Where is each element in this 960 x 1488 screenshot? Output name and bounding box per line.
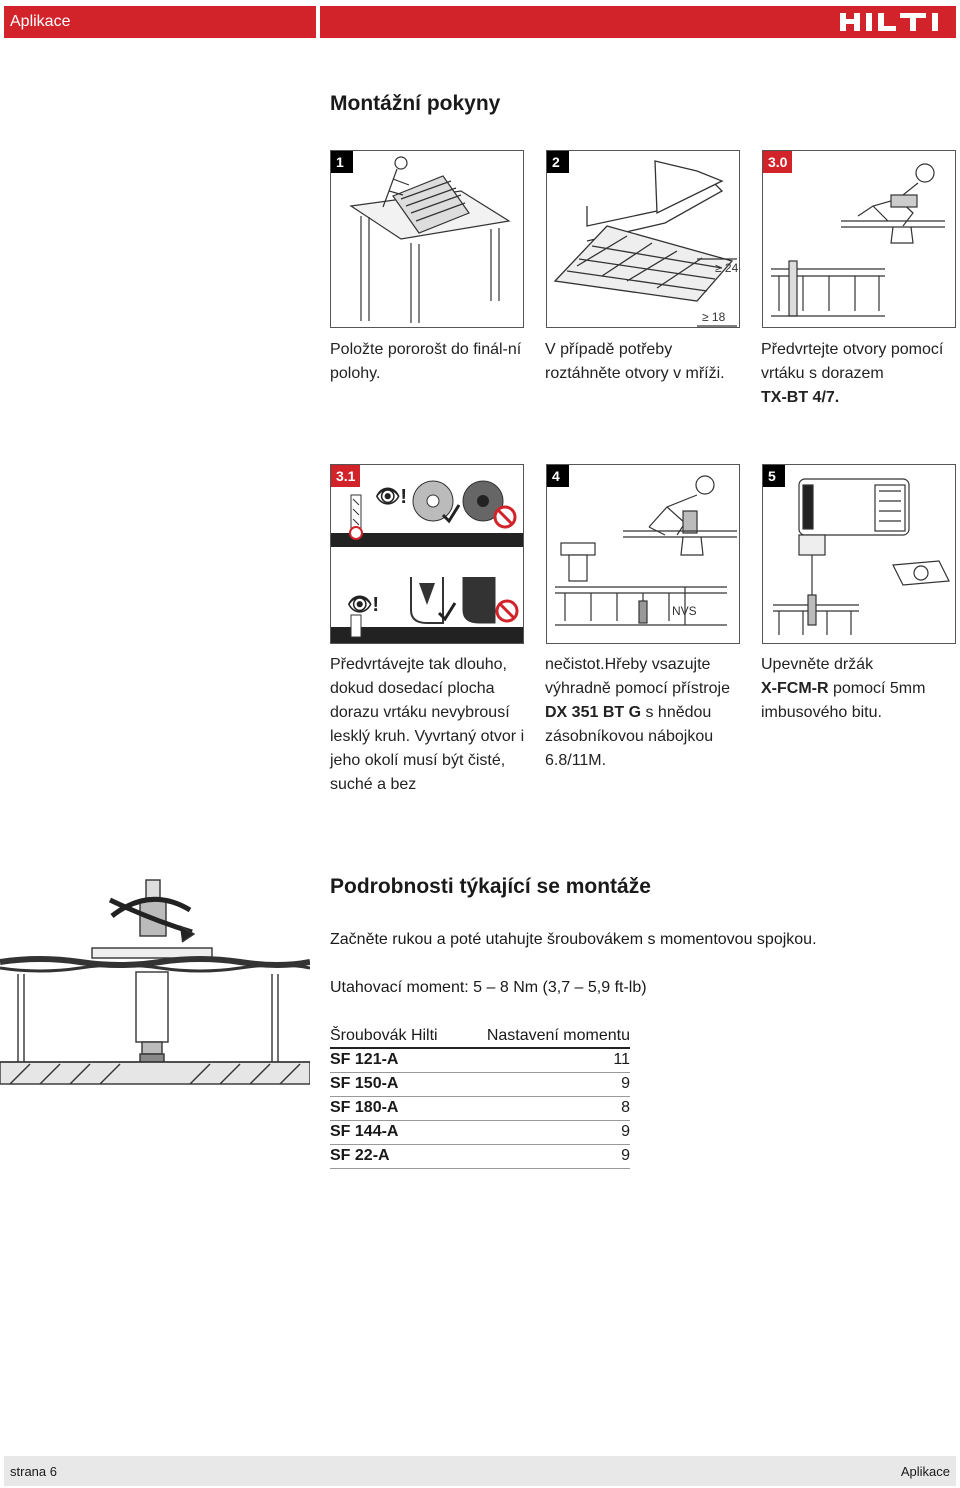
- grating-placement-illustration: [349, 156, 511, 323]
- grating-spreading-illustration: ≥ 24 ≥ 18: [553, 160, 739, 327]
- step-2-caption: V případě potřeby roztáhněte otvory v mř…: [545, 341, 725, 382]
- dim-18-label: ≥ 18: [702, 310, 726, 324]
- svg-text:👁!: 👁!: [347, 594, 379, 616]
- table-header-row: Šroubovák Hilti Nastavení momentu: [330, 1025, 630, 1049]
- col-header-screwdriver: Šroubovák Hilti: [330, 1025, 459, 1049]
- step-2-figure: 2 ≥ 24 ≥ 18: [546, 150, 740, 328]
- details-instruction: Začněte rukou a poté utahujte šroubováke…: [330, 931, 817, 948]
- nvs-label: NVS: [672, 604, 697, 618]
- step-4-number: 4: [547, 465, 569, 487]
- dim-24-label: ≥ 24: [715, 261, 739, 275]
- step-3-0-number: 3.0: [763, 151, 793, 173]
- step-1-caption: Položte pororošt do finál-ní polohy.: [330, 341, 522, 382]
- mounting-holder-illustration: [773, 478, 950, 635]
- step-3-1-number: 3.1: [331, 465, 361, 487]
- step-2-number: 2: [547, 151, 569, 173]
- step-5-product: X-FCM-R: [761, 680, 829, 697]
- step-3-1-caption: Předvrtávejte tak dlouho, dokud dosedací…: [330, 656, 525, 793]
- step-1-number: 1: [331, 151, 353, 173]
- details-title: Podrobnosti týkající se montáže: [330, 875, 651, 898]
- torque-spec: Utahovací moment: 5 – 8 Nm (3,7 – 5,9 ft…: [330, 979, 647, 996]
- step-5-figure: 5: [762, 464, 956, 644]
- step-4-caption: nečistot.Hřeby vsazujte výhradně pomocí …: [545, 656, 730, 769]
- footer-section: Aplikace: [900, 1464, 950, 1479]
- eye-warning-icon: 👁!: [375, 486, 407, 508]
- step-3-0-figure: 3.0: [762, 150, 956, 328]
- torque-table: Šroubovák Hilti Nastavení momentu SF 121…: [330, 1025, 630, 1169]
- footer-bar: strana 6 Aplikace: [4, 1456, 956, 1486]
- nailing-illustration: NVS: [555, 475, 737, 626]
- step-3-0-tool: TX-BT 4/7.: [761, 389, 840, 406]
- step-5-caption: Upevněte držák X-FCM-R pomocí 5mm imbuso…: [761, 656, 926, 721]
- brand-bar: [320, 6, 956, 38]
- step-1-figure: 1: [330, 150, 524, 328]
- predrilling-illustration: [771, 163, 945, 317]
- step-3-1-figure: 3.1 👁! 👁!: [330, 464, 524, 644]
- page-number: strana 6: [10, 1464, 57, 1479]
- hilti-logo: [840, 13, 938, 31]
- step-4-figure: 4 NVS: [546, 464, 740, 644]
- section-label: Aplikace: [4, 6, 316, 38]
- top-bar: Aplikace: [4, 6, 956, 38]
- step-4-tool: DX 351 BT G: [545, 704, 642, 721]
- fastener-detail-illustration: [0, 879, 310, 1085]
- col-header-torque-setting: Nastavení momentu: [458, 1025, 630, 1049]
- step-3-0-caption: Předvrtejte otvory pomocí vrtáku s doraz…: [761, 341, 944, 406]
- montage-title: Montážní pokyny: [330, 92, 501, 115]
- step-5-number: 5: [763, 465, 785, 487]
- drilling-quality-illustration: 👁! 👁!: [331, 480, 523, 643]
